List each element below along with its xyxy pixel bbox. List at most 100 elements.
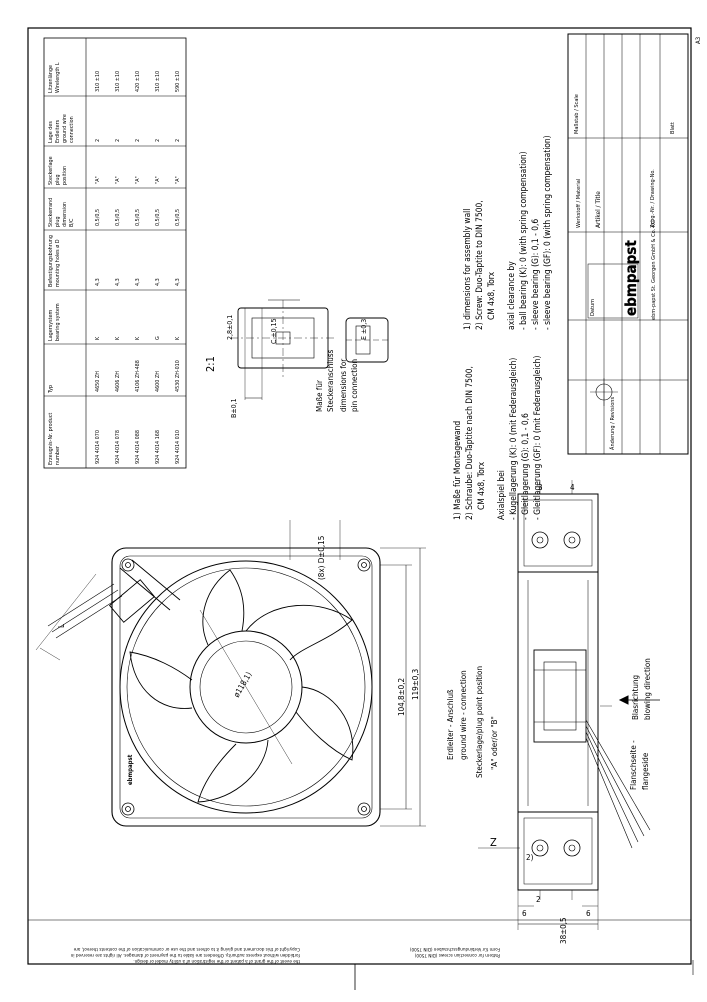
- material-label: Werkstoff / Material: [576, 179, 582, 228]
- margin-note-3: the event of the grant of a patent or th…: [133, 958, 300, 964]
- dim-b: B±0,1: [230, 398, 238, 418]
- note-de-7: - Gleitlagerung (GF): 0 (mit Federausgle…: [532, 356, 542, 520]
- table-cell: "A": [95, 176, 101, 184]
- table-cell: 2: [155, 139, 161, 142]
- dim-square: 119±0,3: [411, 669, 420, 700]
- dim-holes: (8x) D±0,15: [317, 536, 326, 580]
- fan-side-view: [478, 480, 660, 930]
- notes-english: 1) dimensions for assembly wall 2) Screw…: [462, 135, 552, 330]
- note-en-3: CM 4x8, Torx: [486, 271, 496, 320]
- note-en-7: - sleeve bearing (GF): 0 (with spring co…: [542, 135, 552, 330]
- table-header-text: Lage des: [48, 121, 54, 143]
- plug-pos: Steckerlage/plug point position: [475, 666, 484, 778]
- view-label-z: Z: [490, 836, 497, 849]
- note-de-1: 1) Maße für Montagewand: [452, 421, 462, 520]
- table-cell: 0,5/0,5: [135, 209, 141, 226]
- title-block: [567, 33, 689, 455]
- table-cell: 0,5/0,5: [155, 209, 161, 226]
- dim-2: 2: [536, 895, 541, 904]
- table-cell: 420 ±10: [135, 71, 141, 92]
- table-header-text: plug: [55, 174, 61, 185]
- table-cell: 4106 ZH-488: [135, 360, 141, 392]
- flange-en: flangeside: [641, 752, 650, 790]
- note-en-2: 2) Screw: Duo-Taptite to DIN 7500,: [474, 200, 484, 330]
- dim-6b: 6: [586, 909, 591, 918]
- ground-de: Erdleiter - Anschluß: [446, 689, 455, 760]
- margin-note-5: Pattern for connection screws (DIN 7500): [414, 952, 500, 958]
- table-header-text: Wirelength L: [55, 62, 61, 93]
- blow-en: blowing direction: [643, 658, 652, 720]
- dim-6a: 6: [522, 909, 527, 918]
- table-cell: 4,3: [115, 278, 121, 286]
- table-cell: "A": [155, 176, 161, 184]
- table-cell: 4650 ZH: [95, 371, 101, 392]
- table-cell: 590 ±10: [175, 71, 181, 92]
- table-header-text: number: [55, 446, 61, 465]
- table-cell: 0,5/0,5: [175, 209, 181, 226]
- note-de-2: 2) Schraube: Duo-Taptite nach DIN 7500,: [464, 366, 474, 520]
- table-header-text: Erzeugnis-Nr. product: [48, 413, 54, 465]
- table-cell: 924 4014 078: [115, 430, 121, 464]
- table-header-text: dimension: [62, 202, 68, 227]
- table-cell: "A": [115, 176, 121, 184]
- table-cell: 0,5/0,5: [115, 209, 121, 226]
- table-cell: 0,5/0,5: [95, 209, 101, 226]
- blow-de: Blasrichtung: [631, 675, 640, 720]
- table-header-text: ground wire: [62, 114, 68, 143]
- table-header-text: Befestigungsbohrung: [48, 235, 54, 287]
- table-cell: 2: [175, 139, 181, 142]
- table-cell: 4,3: [95, 278, 101, 286]
- revisions-label: Änderung / Revisions: [609, 397, 616, 450]
- table-cell: 4606 ZH: [115, 371, 121, 392]
- table-cell: "A": [175, 176, 181, 184]
- date-label: Datum: [590, 299, 596, 316]
- table-header-text: Steckerlage: [48, 156, 54, 185]
- note-de-4: Axialspiel bei: [496, 470, 506, 520]
- table-cell: G: [155, 336, 161, 340]
- note-de-6: - Gleitlagerung (G): 0,1 - 0,6: [520, 413, 530, 520]
- table-cell: 924 4014 088: [135, 430, 141, 464]
- company-logo: ebmpapst: [622, 240, 640, 316]
- dim-c: C ±0,15: [270, 318, 278, 344]
- dim-depth: 38±0,5: [559, 917, 568, 944]
- fan-front-view: [35, 520, 426, 827]
- dim-length: L: [57, 624, 66, 628]
- hub-brand: ebmpapst: [127, 754, 134, 785]
- table-cell: K: [175, 336, 181, 340]
- table-header-text: Typ: [48, 385, 54, 394]
- margin-note-2: forbidden without express authority. Off…: [70, 952, 300, 958]
- title-block-text: ebmpapst ebm-papst St. Georgen GmbH & Co…: [574, 37, 702, 450]
- drawing-frame: [27, 27, 692, 965]
- note-en-1: 1) dimensions for assembly wall: [462, 209, 472, 330]
- detail-scale: 2:1: [204, 356, 217, 372]
- note-de-5: - Kugellagerung (K): 0 (mit Federausglei…: [508, 358, 518, 520]
- ground-en: ground wire - connection: [459, 670, 468, 760]
- table-cell: 310 ±10: [95, 71, 101, 92]
- margin-note-4: Form für Verbindungsschrauben (DIN 7500): [410, 946, 500, 952]
- table-cell: 310 ±10: [155, 71, 161, 92]
- note-en-6: - sleeve bearing (G): 0,1 - 0,6: [530, 219, 540, 330]
- table-cell: 2: [135, 139, 141, 142]
- table-header-text: Lagersystem: [48, 309, 54, 341]
- note-de-3: CM 4x8, Torx: [476, 461, 486, 510]
- scale-label: Maßstab / Scale: [574, 94, 580, 134]
- pin-label-de2: Steckeranschluss: [326, 349, 335, 412]
- table-header-text: bearing system: [55, 303, 61, 341]
- plug-ab: "A" oder/or "B": [490, 716, 499, 770]
- note-en-5: - ball bearing (K): 0 (with spring compe…: [518, 151, 528, 330]
- table-cell: 4,3: [135, 278, 141, 286]
- margin-notes: Copyright of this document and giving it…: [70, 946, 500, 964]
- table-header-text: Steckerrand: [48, 198, 54, 227]
- pin-connection-detail: 2:1 B±0,1 2,8±0,1 C ±0,15 E ±0,3 Maße fü…: [204, 299, 389, 418]
- table-cell: 924 4014 168: [155, 430, 161, 464]
- table-cell: 4530 ZH-010: [175, 360, 181, 392]
- table-cell: 2: [115, 139, 121, 142]
- table-cell: 4600 ZH: [155, 371, 161, 392]
- table-cell: 310 ±10: [115, 71, 121, 92]
- table-header-text: mounting holes ø D: [55, 239, 61, 287]
- table-cell: 4,3: [155, 278, 161, 286]
- table-cell: K: [95, 336, 101, 340]
- drawing-no-label: Zchg.-Nr. / Drawing-No.: [650, 169, 656, 228]
